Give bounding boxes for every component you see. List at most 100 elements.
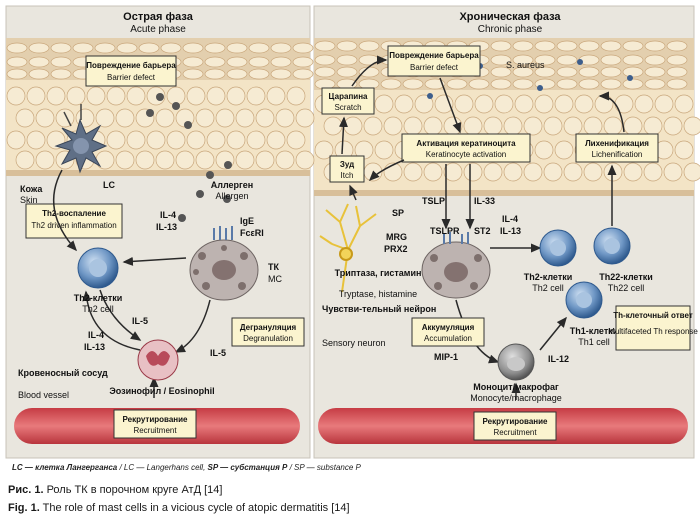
- lc-label: LC: [103, 180, 115, 190]
- arrow-lichen-barrier: [598, 91, 625, 133]
- degranulation-box: Дегрануляция Degranulation: [231, 317, 305, 347]
- th2-chronic-label: Th2-клетки: [524, 272, 573, 282]
- svg-text:Recruitment: Recruitment: [493, 428, 537, 437]
- allergen-label: Аллерген: [211, 180, 254, 190]
- il4-acute: IL-4: [160, 210, 176, 220]
- sensory-neuron: [319, 203, 377, 293]
- svg-text:Аккумуляция: Аккумуляция: [422, 323, 475, 332]
- arrow-mono-th1: [539, 316, 567, 351]
- mrg-label: MRG: [386, 232, 407, 242]
- svg-text:Accumulation: Accumulation: [424, 334, 472, 343]
- lichenification-box: Лихенификация Lichenification: [575, 133, 659, 163]
- s-aureus-label: S. aureus: [506, 60, 545, 70]
- svg-text:Царапина: Царапина: [329, 92, 369, 101]
- svg-text:Лихенификация: Лихенификация: [585, 139, 649, 148]
- acute-barrier-box: Повреждение барьера Barrier defect: [85, 55, 177, 87]
- arrow-mc-to-th2: [122, 256, 187, 266]
- arrow-lc-to-th2: [52, 169, 78, 252]
- arrow-neuron-itch: [349, 184, 358, 201]
- th2-cell-chronic: [539, 229, 577, 267]
- svg-text:Degranulation: Degranulation: [243, 334, 293, 343]
- chronic-title-en: Chronic phase: [478, 24, 543, 35]
- allergen-label-en: Allergen: [215, 191, 248, 201]
- scratch-box: Царапина Scratch: [321, 87, 375, 115]
- tslpr-label: TSLPR: [430, 226, 460, 236]
- svg-text:Зуд: Зуд: [340, 160, 354, 169]
- svg-text:Barrier defect: Barrier defect: [410, 63, 459, 72]
- svg-text:Scratch: Scratch: [334, 103, 361, 112]
- fceri-label: FcεRI: [240, 228, 264, 238]
- il33-label: IL-33: [474, 196, 495, 206]
- tk-label-en: MC: [268, 274, 282, 284]
- svg-text:Barrier defect: Barrier defect: [107, 73, 156, 82]
- th22-label-en: Th22 cell: [608, 283, 645, 293]
- acute-recruit-box: Рекрутирование Recruitment: [113, 409, 197, 439]
- th1-cell: [565, 281, 603, 319]
- svg-text:Th2-воспаление: Th2-воспаление: [42, 209, 106, 218]
- arrow-itch-scratch: [339, 116, 348, 155]
- caption-en: Fig. 1. The role of mast cells in a vici…: [8, 502, 350, 514]
- arrow-mc-to-eos: [174, 299, 211, 353]
- th2-inflammation-box: Th2-воспаление Th2 driven inflammation: [25, 203, 123, 239]
- monocyte-label-en: Monocyte/macrophage: [470, 393, 562, 403]
- th2-cell-acute: [77, 247, 119, 289]
- monocyte-label: Моноцит/макрофаг: [473, 382, 559, 392]
- th2-chronic-label-en: Th2 cell: [532, 283, 564, 293]
- caption-ru-text: Роль ТК в порочном круге АтД [14]: [43, 484, 223, 496]
- il4-acute-b: IL-4: [88, 330, 104, 340]
- il12-label: IL-12: [548, 354, 569, 364]
- mast-cell-chronic: [421, 232, 491, 299]
- th2-cell-label-en: Th2 cell: [82, 304, 114, 314]
- st2-label: ST2: [474, 226, 491, 236]
- svg-text:Itch: Itch: [341, 171, 354, 180]
- skin-label: Кожа: [20, 184, 43, 194]
- svg-text:Рекрутирование: Рекрутирование: [123, 415, 189, 424]
- monocyte-cell: [497, 343, 535, 381]
- svg-text:Дегрануляция: Дегрануляция: [240, 323, 297, 332]
- mast-cell-acute: [189, 226, 259, 301]
- sp-label: SP: [392, 208, 404, 218]
- skin-label-en: Skin: [20, 195, 38, 205]
- th1-label: Th1-клетки: [570, 326, 619, 336]
- arrow-scratch-barrier: [351, 55, 388, 87]
- arrow-kera-neuron: [368, 159, 405, 182]
- acute-title: Острая фаза: [123, 11, 194, 23]
- accumulation-box: Аккумуляция Accumulation: [411, 317, 485, 347]
- caption-en-text: The role of mast cells in a vicious cycl…: [39, 502, 350, 514]
- s-aureus-dots: [427, 59, 633, 99]
- ige-label: IgE: [240, 216, 254, 226]
- caption-ru: Рис. 1. Роль ТК в порочном круге АтД [14…: [8, 484, 222, 496]
- acute-title-en: Acute phase: [130, 24, 186, 35]
- svg-text:Multifaceted Th response: Multifaceted Th response: [608, 327, 698, 336]
- svg-text:Повреждение барьера: Повреждение барьера: [389, 51, 479, 60]
- neuron-label: Чувстви-тельный нейрон: [322, 304, 436, 314]
- il13-acute: IL-13: [156, 222, 177, 232]
- svg-text:Активация кератиноцита: Активация кератиноцита: [416, 139, 516, 148]
- itch-box: Зуд Itch: [329, 155, 365, 183]
- svg-text:Keratinocyte activation: Keratinocyte activation: [426, 150, 507, 159]
- il5-acute: IL-5: [132, 316, 148, 326]
- vessel-label-en: Blood vessel: [18, 390, 69, 400]
- il13-chronic: IL-13: [500, 226, 521, 236]
- eosinophil-cell: [137, 339, 179, 381]
- svg-text:Th-клеточный ответ: Th-клеточный ответ: [613, 311, 693, 320]
- svg-text:Th2 driven inflammation: Th2 driven inflammation: [31, 221, 116, 230]
- chronic-title: Хроническая фаза: [459, 11, 561, 23]
- il5-acute-b: IL-5: [210, 348, 226, 358]
- vessel-label: Кровеносный сосуд: [18, 368, 108, 378]
- chronic-barrier-box: Повреждение барьера Barrier defect: [387, 45, 481, 77]
- tryptase-label-en: Tryptase, histamine: [339, 289, 417, 299]
- neuron-label-en: Sensory neuron: [322, 338, 386, 348]
- svg-text:Recruitment: Recruitment: [133, 426, 177, 435]
- footnote: LC — клетка Лангерганса / LC — Langerhan…: [12, 463, 362, 472]
- tslp-label: TSLP: [422, 196, 445, 206]
- caption-ru-label: Рис. 1.: [8, 484, 44, 496]
- svg-text:Рекрутирование: Рекрутирование: [483, 417, 549, 426]
- il13-acute-b: IL-13: [84, 342, 105, 352]
- arrow-eos-to-th2: [82, 290, 141, 351]
- chronic-recruit-box: Рекрутирование Recruitment: [473, 411, 557, 441]
- svg-text:Lichenification: Lichenification: [592, 150, 643, 159]
- th1-label-en: Th1 cell: [578, 337, 610, 347]
